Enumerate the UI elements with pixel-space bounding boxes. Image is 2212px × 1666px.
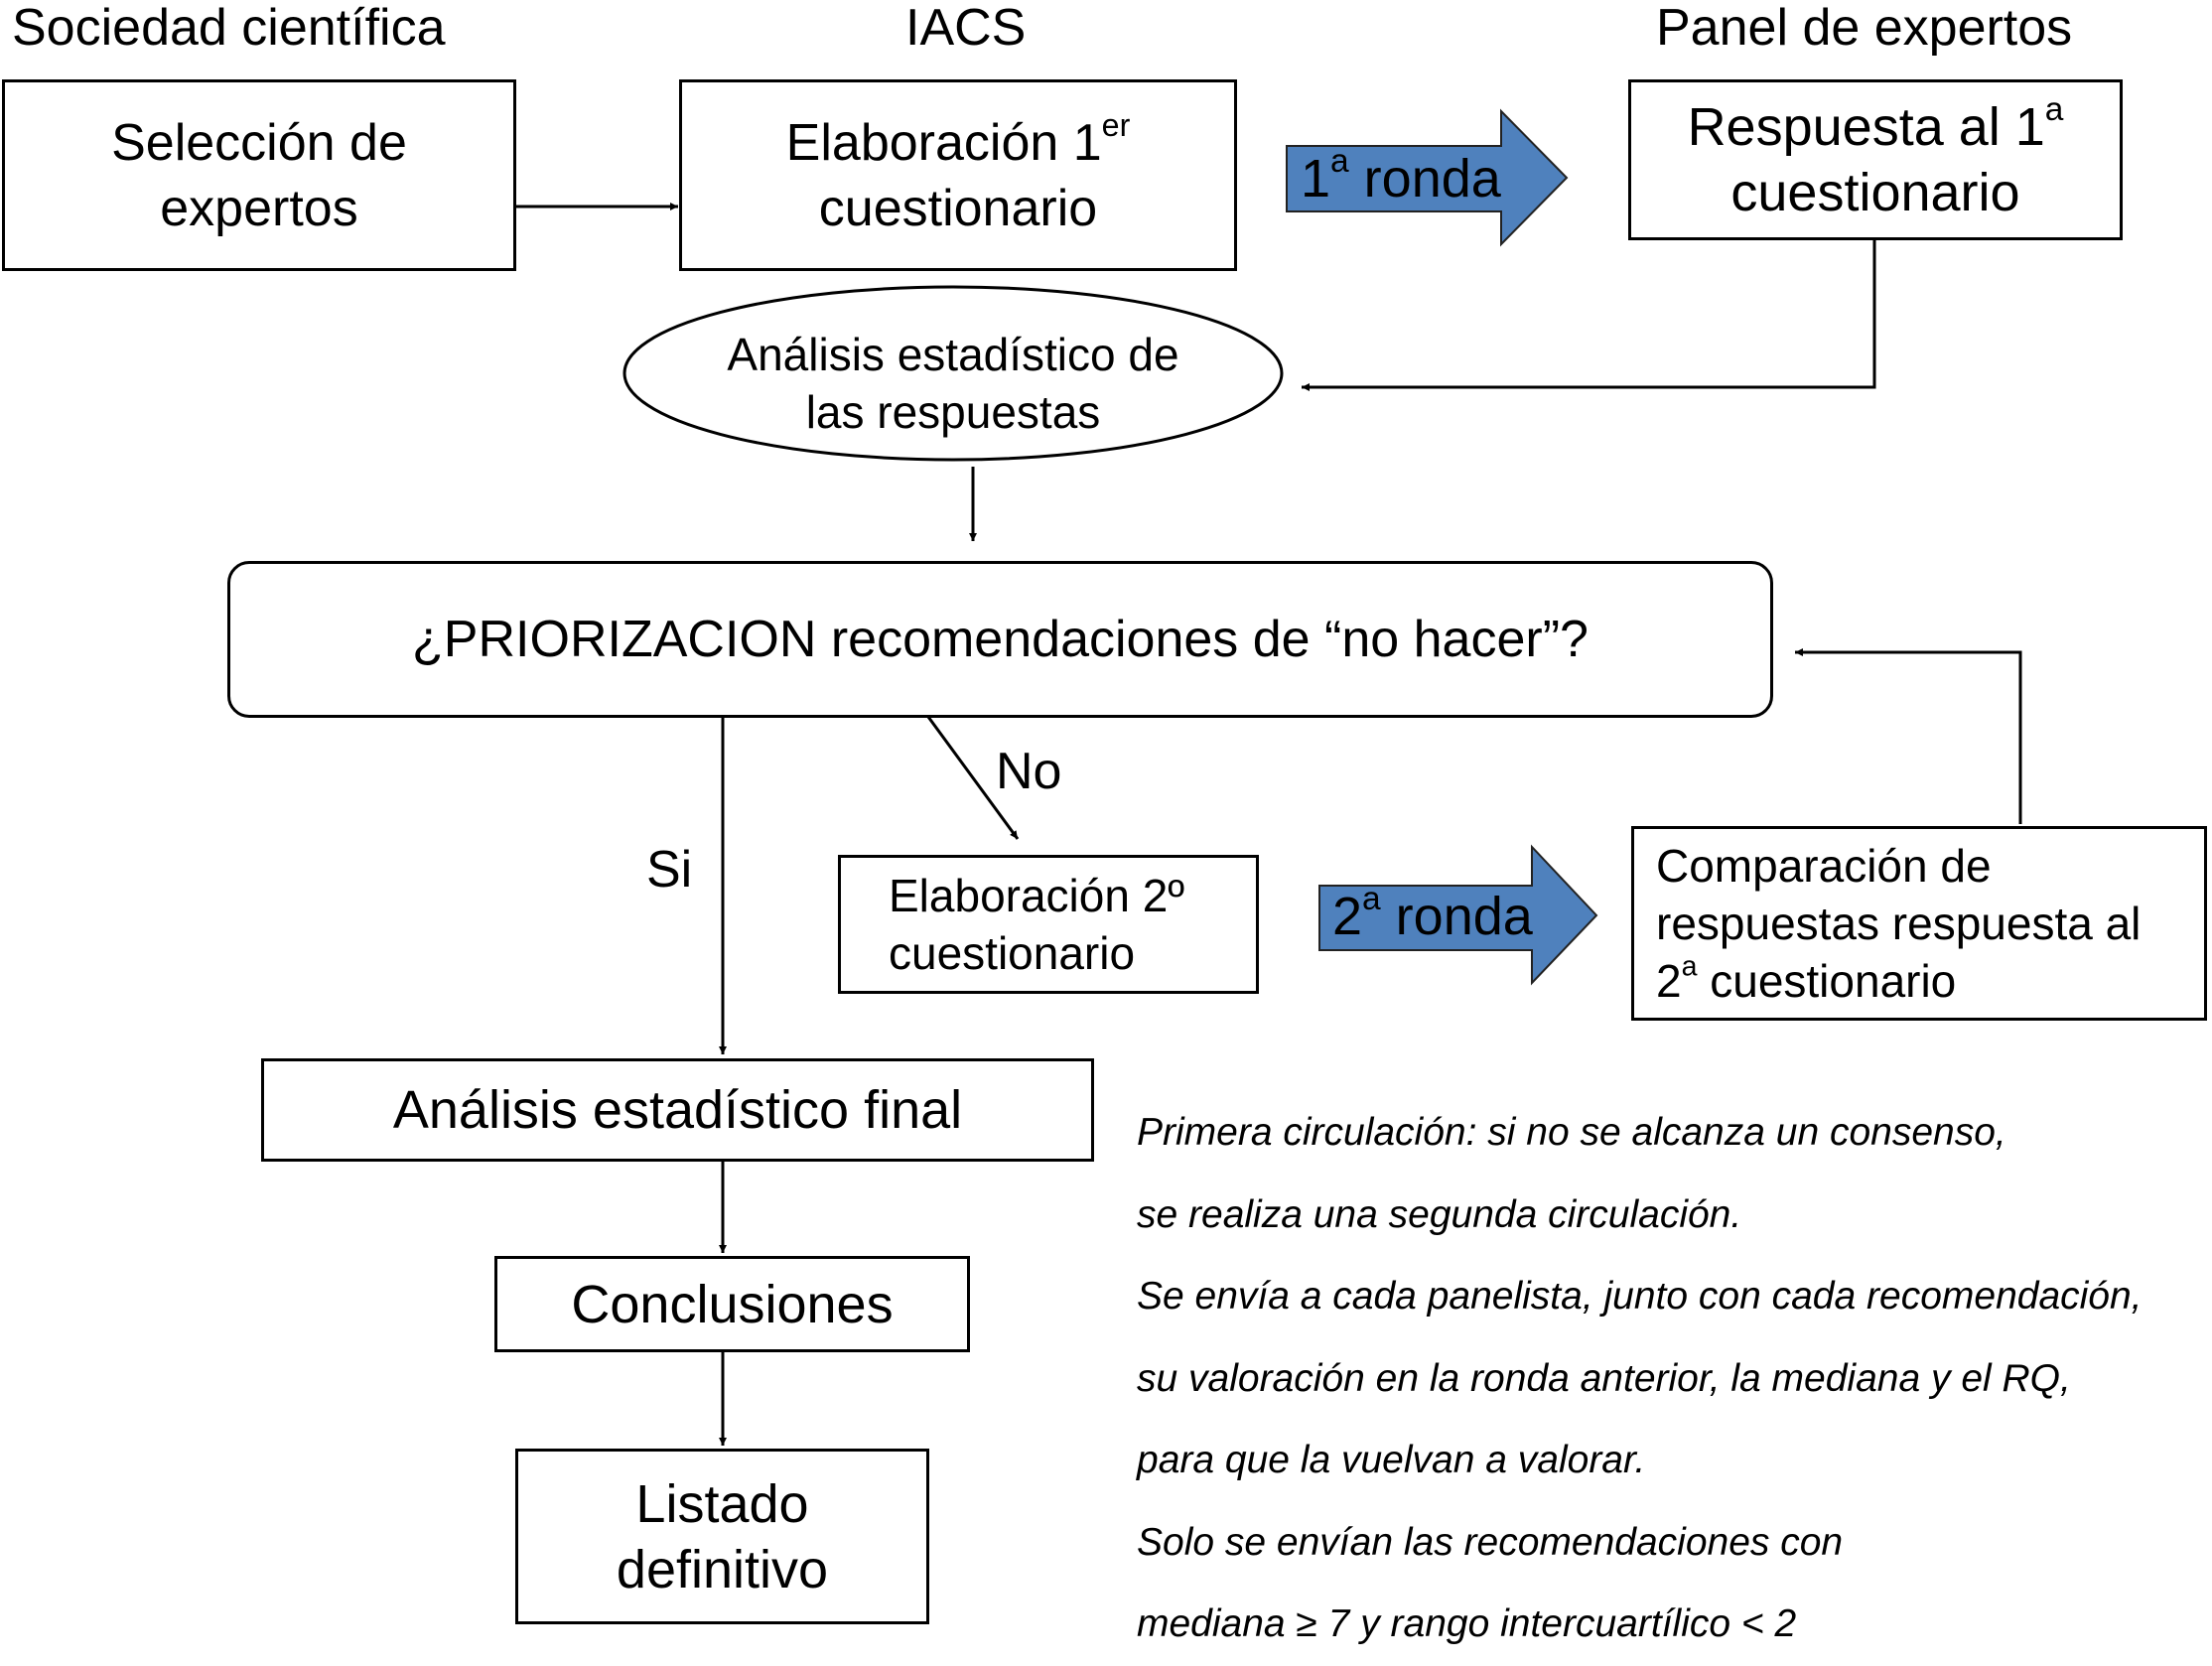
note-line-6: Solo se envían las recomendaciones con: [1137, 1520, 1844, 1564]
box-listado-definitivo: Listado definitivo: [515, 1449, 929, 1624]
explanatory-note: Primera circulación: si no se alcanza un…: [1137, 1092, 2143, 1666]
box-comparacion: Comparación de respuestas respuesta al 2…: [1631, 826, 2207, 1021]
ronda2-arrow-shape: [1318, 844, 1598, 986]
listado-line1: Listado: [635, 1473, 809, 1534]
elab1-line1: Elaboración 1: [785, 113, 1102, 172]
resp1-line1: Respuesta al 1: [1687, 97, 2045, 157]
note-line-5: para que la vuelvan a valorar.: [1137, 1439, 1646, 1481]
header-sociedad: Sociedad científica: [12, 0, 446, 57]
analisis-line1: Análisis estadístico de: [727, 329, 1179, 380]
ronda1-arrow-shape: [1286, 108, 1569, 247]
comp-line3: 2a cuestionario: [1656, 950, 1957, 1007]
note-line-7: mediana ≥ 7 y rango intercuartílico < 2: [1137, 1602, 1797, 1645]
priorizacion-text: ¿PRIORIZACION recomendaciones de “no hac…: [412, 611, 1589, 668]
final-text: Análisis estadístico final: [392, 1080, 963, 1140]
analisis-respuestas-text: Análisis estadístico de las respuestas: [624, 326, 1282, 441]
listado-line2: definitivo: [616, 1539, 829, 1599]
elab1-line2: cuestionario: [818, 179, 1098, 237]
conclusiones-text: Conclusiones: [571, 1274, 894, 1334]
header-iacs: IACS: [905, 0, 1027, 57]
box-seleccion-expertos: Selección de expertos: [2, 79, 516, 271]
note-line-4: su valoración en la ronda anterior, la m…: [1137, 1356, 2071, 1400]
box-respuesta-1: Respuesta al 1a cuestionario: [1628, 79, 2123, 240]
elab2-line1: Elaboración 2º: [889, 870, 1185, 921]
header-panel: Panel de expertos: [1656, 0, 2073, 57]
branch-si-label: Si: [646, 841, 693, 899]
elab2-line2: cuestionario: [889, 927, 1136, 979]
arrow-comparacion-to-priorizacion: [1795, 648, 2022, 824]
arrow-resp1-to-analisis: [1302, 240, 1876, 391]
note-line-2: se realiza una segunda circulación.: [1137, 1192, 1742, 1236]
ronda2-label: 2a ronda: [1332, 880, 1533, 946]
note-line-1: Primera circulación: si no se alcanza un…: [1137, 1111, 2006, 1154]
seleccion-line2: expertos: [160, 179, 358, 237]
seleccion-line1: Selección de: [111, 113, 407, 172]
note-line-3: Se envía a cada panelista, junto con cad…: [1137, 1275, 2143, 1318]
box-elaboracion-2: Elaboración 2º cuestionario: [838, 855, 1259, 994]
branch-no-label: No: [996, 743, 1062, 800]
box-analisis-final: Análisis estadístico final: [261, 1058, 1094, 1162]
analisis-ellipse: [622, 285, 1284, 462]
resp1-line2: cuestionario: [1730, 163, 2020, 222]
box-priorizacion: ¿PRIORIZACION recomendaciones de “no hac…: [227, 561, 1773, 718]
elab1-sup: er: [1101, 106, 1131, 143]
connectors: [516, 108, 2022, 1446]
arrow-priorizacion-to-elab2: [926, 716, 1020, 840]
comp-line1: Comparación de: [1656, 840, 1992, 892]
box-elaboracion-1: Elaboración 1er cuestionario: [679, 79, 1237, 271]
analisis-line2: las respuestas: [805, 386, 1101, 438]
ronda1-label: 1a ronda: [1301, 142, 1501, 208]
comp-line2: respuestas respuesta al: [1656, 898, 2142, 949]
resp1-sup: a: [2044, 90, 2064, 128]
box-conclusiones: Conclusiones: [494, 1256, 970, 1352]
